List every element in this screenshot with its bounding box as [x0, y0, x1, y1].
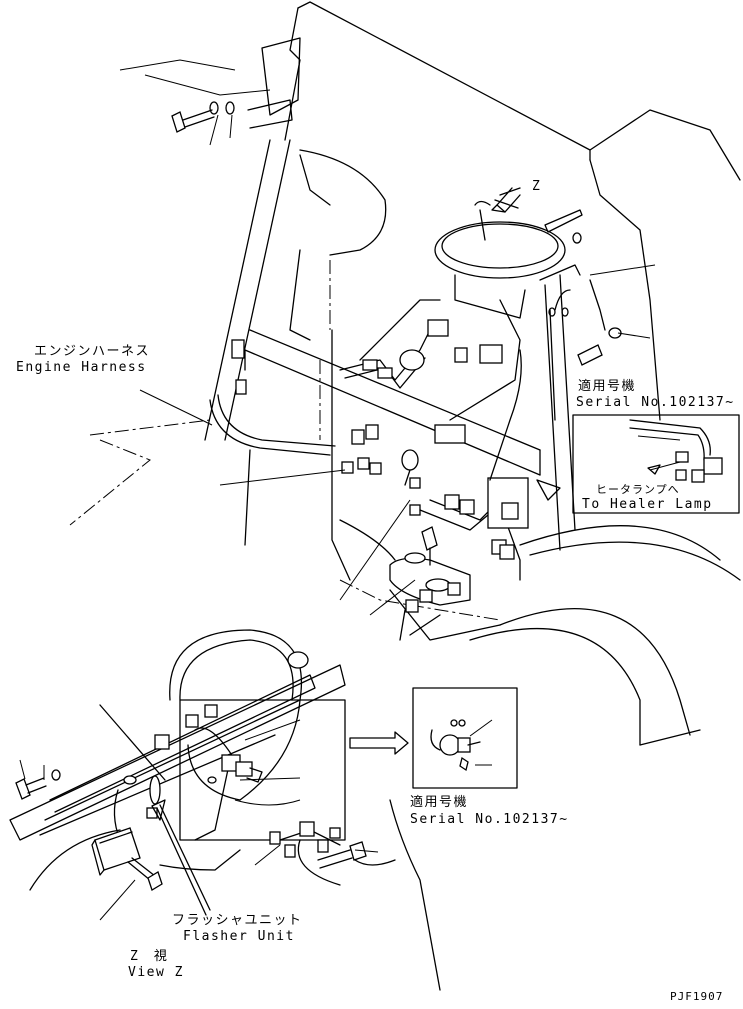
steering-wheel-upper — [434, 200, 566, 319]
inset-arrow — [349, 731, 409, 755]
heater-lamp-inset: ヒータランプへ To Healer Lamp — [572, 414, 740, 514]
key-switch-inset — [412, 687, 518, 789]
bolt-top-left — [171, 101, 235, 146]
engine-harness — [209, 232, 622, 581]
leader-lines-upper — [119, 59, 656, 616]
flasher-unit-label-en: Flasher Unit — [183, 929, 295, 944]
flasher-unit-label-jp: フラッシャユニット — [172, 913, 303, 928]
drawing-code: PJF1907 — [670, 990, 723, 1003]
serial-label-top-en: Serial No.102137~ — [576, 395, 735, 410]
view-z-arrow-letter: Z — [532, 179, 541, 194]
view-z-label-en: View Z — [128, 965, 184, 980]
heater-lamp-label-en: To Healer Lamp — [582, 497, 713, 512]
engine-harness-label-en: Engine Harness — [16, 360, 147, 375]
serial-label-bottom-en: Serial No.102137~ — [410, 812, 569, 827]
serial-label-bottom-jp: 適用号機 — [410, 794, 468, 810]
floor-switch-assembly — [339, 519, 471, 641]
serial-label-top-jp: 適用号機 — [578, 378, 636, 394]
view-z-arrow: Z — [491, 179, 541, 213]
engine-harness-label-jp: エンジンハーネス — [34, 344, 150, 359]
heater-lamp-label-jp: ヒータランプへ — [596, 483, 680, 496]
view-z-drawing — [9, 629, 441, 991]
view-z-label-jp: Z 視 — [130, 949, 168, 964]
cab-frame — [69, 1, 741, 746]
